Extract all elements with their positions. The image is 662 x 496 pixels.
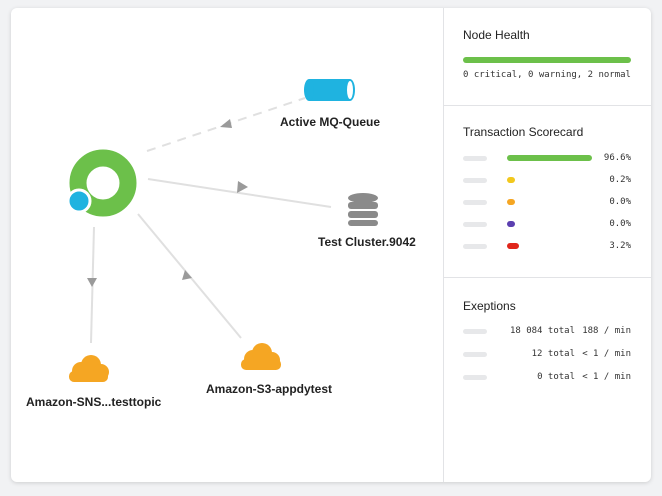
database-icon — [348, 193, 378, 226]
exception-row[interactable]: 18 084 total 188 / min — [463, 326, 631, 338]
node-health-panel: Node Health 0 critical, 0 warning, 2 nor… — [444, 8, 651, 105]
row-label-placeholder — [463, 375, 487, 380]
scorecard-bar — [507, 199, 515, 205]
node-label-sns[interactable]: Amazon-SNS...testtopic — [26, 395, 162, 409]
scorecard-row[interactable]: 0.2% — [463, 175, 631, 187]
arrow-icon — [237, 181, 248, 193]
row-label-placeholder — [463, 178, 487, 183]
scorecard-row[interactable]: 0.0% — [463, 219, 631, 231]
scorecard-bar — [507, 177, 515, 183]
app-node-icon — [66, 149, 137, 217]
scorecard-bar — [507, 243, 519, 249]
scorecard-bar — [507, 221, 515, 227]
cloud-icon — [69, 355, 109, 382]
transaction-scorecard-panel: Transaction Scorecard 96.6% 0.2% 0.0% 0.… — [444, 106, 651, 277]
exception-rate: < 1 / min — [582, 372, 631, 382]
exception-total: 0 total — [537, 372, 575, 382]
scorecard-row[interactable]: 96.6% — [463, 153, 631, 165]
section-divider — [444, 105, 651, 106]
scorecard-value: 0.0% — [609, 219, 631, 229]
scorecard-value: 0.2% — [609, 175, 631, 185]
node-label-db[interactable]: Test Cluster.9042 — [318, 235, 416, 249]
exceptions-panel: Exeptions 18 084 total 188 / min 12 tota… — [444, 278, 651, 482]
node-health-summary: 0 critical, 0 warning, 2 normal — [463, 70, 631, 80]
edge-app-db — [147, 178, 332, 208]
scorecard-value: 3.2% — [609, 241, 631, 251]
row-label-placeholder — [463, 222, 487, 227]
arrow-icon — [182, 270, 192, 280]
arrow-icon — [87, 278, 97, 287]
node-health-bar — [463, 57, 631, 63]
node-label-s3[interactable]: Amazon-S3-appdytest — [206, 382, 333, 396]
queue-icon — [304, 79, 355, 101]
row-label-placeholder — [463, 244, 487, 249]
row-label-placeholder — [463, 156, 487, 161]
exception-rate: 188 / min — [582, 326, 631, 336]
scorecard-value: 0.0% — [609, 197, 631, 207]
flow-map: Active MQ-Queue Test Cluster.9042 Amazon… — [11, 8, 443, 482]
scorecard-row[interactable]: 0.0% — [463, 197, 631, 209]
arrow-icon — [220, 119, 232, 128]
cloud-icon — [241, 343, 281, 370]
exception-total: 12 total — [531, 349, 575, 359]
node-label-mq[interactable]: Active MQ-Queue — [280, 115, 381, 129]
scorecard-bar — [507, 155, 592, 161]
panel-divider — [443, 8, 444, 482]
row-label-placeholder — [463, 329, 487, 334]
node-health-title: Node Health — [463, 28, 530, 42]
exception-total: 18 084 total — [509, 326, 575, 336]
row-label-placeholder — [463, 352, 487, 357]
exception-row[interactable]: 0 total < 1 / min — [463, 372, 631, 384]
flow-map-card: Active MQ-Queue Test Cluster.9042 Amazon… — [11, 8, 651, 482]
exception-rate: < 1 / min — [582, 349, 631, 359]
scorecard-title: Transaction Scorecard — [463, 125, 584, 139]
scorecard-row[interactable]: 3.2% — [463, 241, 631, 253]
row-label-placeholder — [463, 200, 487, 205]
scorecard-value: 96.6% — [603, 153, 631, 163]
exceptions-title: Exeptions — [463, 299, 516, 313]
section-divider — [444, 277, 651, 278]
exception-row[interactable]: 12 total < 1 / min — [463, 349, 631, 361]
